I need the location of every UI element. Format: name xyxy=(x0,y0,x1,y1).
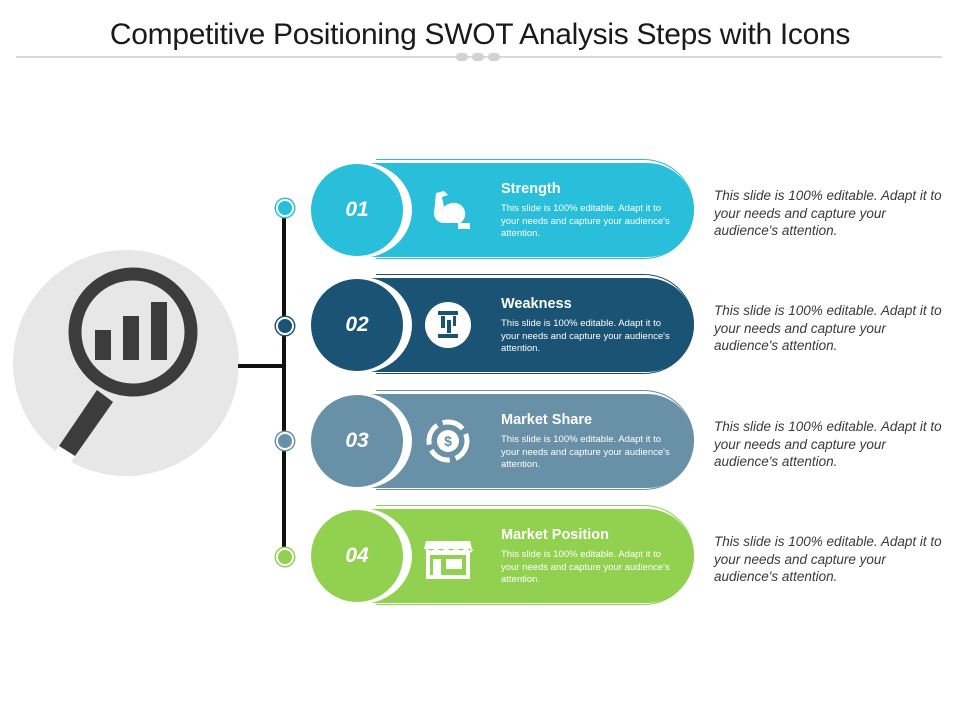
hub-circle xyxy=(13,250,239,476)
timeline-spine xyxy=(282,206,286,556)
title-divider-dots xyxy=(456,53,500,63)
side-note-market-position: This slide is 100% editable. Adapt it to… xyxy=(714,534,942,584)
page-title: Competitive Positioning SWOT Analysis St… xyxy=(109,18,851,51)
storefront-icon xyxy=(424,531,474,581)
step-heading: Weakness xyxy=(501,296,572,312)
step-weakness: 02 Weakness This slide is 100% editable.… xyxy=(308,274,700,376)
flexed-arm-icon xyxy=(424,185,474,235)
step-strength: 01 Strength This slide is 100% editable.… xyxy=(308,159,700,261)
step-number-badge: 02 xyxy=(311,279,403,371)
hub-connector xyxy=(238,364,286,368)
broken-pillar-icon xyxy=(424,300,474,350)
step-heading: Strength xyxy=(501,181,561,197)
side-note-strength: This slide is 100% editable. Adapt it to… xyxy=(714,188,942,238)
step-description: This slide is 100% editable. Adapt it to… xyxy=(501,434,670,470)
dollar-cycle-icon: $ xyxy=(424,416,474,466)
timeline-node-2 xyxy=(276,317,294,335)
step-number-badge: 04 xyxy=(311,510,403,602)
side-note-weakness: This slide is 100% editable. Adapt it to… xyxy=(714,303,942,353)
step-description: This slide is 100% editable. Adapt it to… xyxy=(501,203,670,239)
side-note-market-share: This slide is 100% editable. Adapt it to… xyxy=(714,419,942,469)
step-market-position: 04 Market Position This slide is 100% ed… xyxy=(308,505,700,607)
step-number-badge: 01 xyxy=(311,164,403,256)
magnifier-bar-chart-icon xyxy=(55,267,198,462)
svg-text:$: $ xyxy=(444,433,452,449)
step-number-badge: 03 xyxy=(311,395,403,487)
step-heading: Market Share xyxy=(501,412,593,428)
timeline-node-4 xyxy=(276,548,294,566)
step-description: This slide is 100% editable. Adapt it to… xyxy=(501,318,670,354)
step-heading: Market Position xyxy=(501,527,609,543)
timeline-node-1 xyxy=(276,199,294,217)
step-description: This slide is 100% editable. Adapt it to… xyxy=(501,549,670,585)
timeline-node-3 xyxy=(276,432,294,450)
step-market-share: 03 $ Market Share This slide is 100% edi… xyxy=(308,390,700,492)
